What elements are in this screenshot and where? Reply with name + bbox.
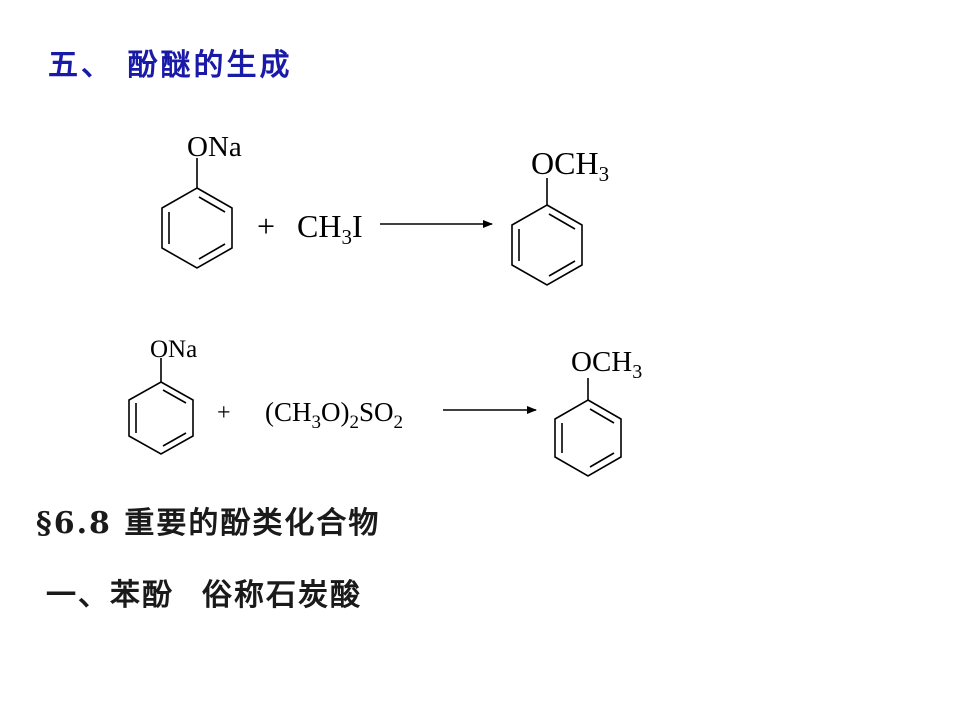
anisole-structure xyxy=(554,378,622,477)
product-label: OCH3 xyxy=(571,346,642,383)
subsection-label: 一、苯酚 xyxy=(46,578,174,613)
subsection-heading: 一、苯酚俗称石炭酸 xyxy=(46,570,362,614)
double-bond xyxy=(589,452,615,468)
product-label: OCH3 xyxy=(531,145,609,186)
reactant-group-label: ONa xyxy=(187,131,242,163)
anisole-structure xyxy=(511,178,583,286)
section-number: §6.8 xyxy=(36,506,112,541)
reaction-1: ONa + CH3I OCH3 xyxy=(161,131,609,286)
section-heading: §6.8 重要的酚类化合物 xyxy=(36,498,380,542)
benzene-ring xyxy=(511,204,583,286)
reagent-label: (CH3O)2SO2 xyxy=(265,397,403,433)
double-bond xyxy=(589,408,615,424)
sodium-phenoxide-structure xyxy=(128,358,194,455)
double-bond xyxy=(162,389,187,404)
benzene-ring xyxy=(161,187,233,269)
benzene-ring xyxy=(554,399,622,477)
sodium-phenoxide-structure xyxy=(161,158,233,269)
benzene-ring xyxy=(128,381,194,455)
section-heading-text: 重要的酚类化合物 xyxy=(124,506,381,541)
reactant-group-label: ONa xyxy=(150,336,197,363)
subsection-alias: 俗称石炭酸 xyxy=(202,578,362,613)
double-bond xyxy=(548,260,576,277)
plus-sign: + xyxy=(257,208,275,244)
double-bond xyxy=(548,213,576,230)
reagent-label: CH3I xyxy=(297,208,363,249)
double-bond xyxy=(198,196,226,213)
section-title: 五、 酚醚的生成 xyxy=(48,48,293,83)
reaction-2: ONa + (CH3O)2SO2 OCH3 xyxy=(128,336,642,477)
plus-sign: + xyxy=(217,400,231,426)
double-bond xyxy=(162,432,187,447)
double-bond xyxy=(198,243,226,260)
